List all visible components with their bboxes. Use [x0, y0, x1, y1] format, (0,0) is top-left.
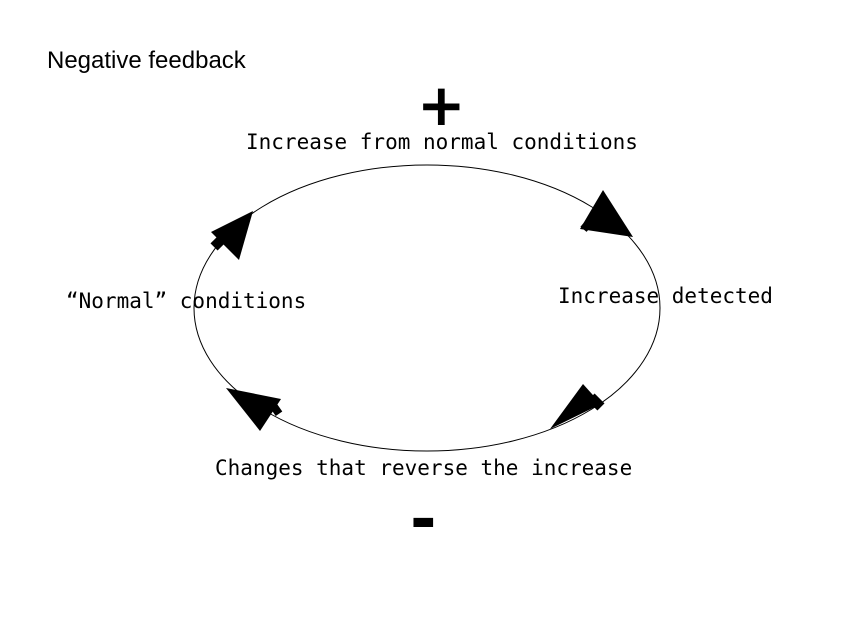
- positive-sign: +: [417, 71, 466, 139]
- arrow-top-right: [580, 190, 633, 237]
- node-increase-from-normal: Increase from normal conditions: [246, 130, 638, 154]
- arrow-bottom-left: [226, 388, 283, 431]
- node-increase-detected: Increase detected: [558, 284, 773, 308]
- negative-sign: -: [410, 483, 437, 557]
- arrow-top-left: [210, 211, 253, 260]
- diagram-title: Negative feedback: [47, 47, 246, 74]
- node-normal-conditions: “Normal” conditions: [66, 289, 307, 313]
- arrow-bottom-right: [550, 384, 605, 429]
- node-changes-reverse: Changes that reverse the increase: [215, 456, 633, 480]
- feedback-cycle-ellipse: [193, 164, 661, 452]
